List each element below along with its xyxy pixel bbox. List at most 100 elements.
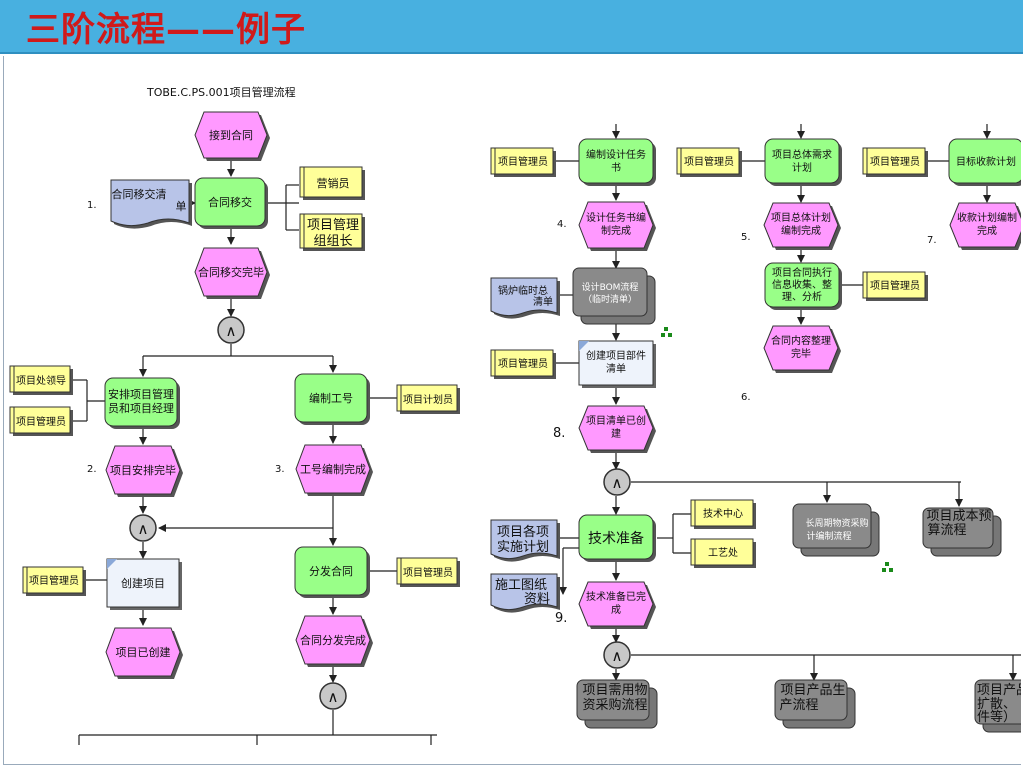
svg-text:合同内容整理: 合同内容整理 <box>771 334 831 347</box>
svg-text:员和项目经理: 员和项目经理 <box>108 402 174 415</box>
document-contract-transfer-list: 合同移交清 单 <box>110 179 192 229</box>
svg-text:分发合同: 分发合同 <box>309 564 353 578</box>
event-receive-contract: 接到合同 <box>194 111 270 161</box>
event-contract-handover-done: 合同移交完毕 <box>194 247 270 299</box>
role-dept-leader: 项目处领导 <box>9 365 73 395</box>
step-5: 5. <box>741 232 751 243</box>
svg-text:项目管理员: 项目管理员 <box>498 155 548 168</box>
svg-text:件等）: 件等） <box>977 709 1016 725</box>
event-project-arranged: 项目安排完毕 <box>105 445 183 497</box>
diagram-frame: TOBE.C.PS.001项目管理流程 1. 2. 3. 4. 5. 6. 7.… <box>3 56 1021 765</box>
subprocess-long-lead-procurement: 长周期物资采购 计编制流程 <box>792 503 880 557</box>
svg-text:建: 建 <box>611 427 621 440</box>
svg-text:项目清单已创: 项目清单已创 <box>586 414 646 427</box>
svg-text:设计任务书编: 设计任务书编 <box>586 211 646 224</box>
subprocess-cost-budget: 项目成本预 算流程 <box>922 507 1002 557</box>
svg-text:项目处领导: 项目处领导 <box>16 374 66 387</box>
document-project-impl-plan: 项目各项 实施计划 <box>490 519 560 562</box>
and-connector-1: ∧ <box>217 316 245 344</box>
svg-text:∧: ∧ <box>226 322 237 340</box>
hierarchy-icon <box>661 327 672 337</box>
svg-text:项目成本预: 项目成本预 <box>926 509 991 524</box>
process-code: TOBE.C.PS.001项目管理流程 <box>146 85 296 99</box>
svg-text:工号编制完成: 工号编制完成 <box>300 462 366 476</box>
step-2: 2. <box>87 464 97 475</box>
svg-text:计划: 计划 <box>792 161 812 174</box>
function-tech-prep: 技术准备 <box>578 514 656 562</box>
svg-text:锅炉临时总: 锅炉临时总 <box>498 284 548 297</box>
role-planner: 项目计划员 <box>396 384 460 414</box>
svg-text:项目管理员: 项目管理员 <box>29 574 79 587</box>
function-arrange-manager: 安排项目管理 员和项目经理 <box>104 377 180 429</box>
svg-text:完成: 完成 <box>977 224 997 237</box>
svg-text:资料: 资料 <box>524 592 550 607</box>
svg-text:产流程: 产流程 <box>779 698 818 713</box>
step-3: 3. <box>275 464 285 475</box>
flow-lines <box>71 160 437 745</box>
step-6: 6. <box>741 392 751 403</box>
role-pm-group-leader: 项目管理 组组长 <box>299 213 365 251</box>
svg-text:创建项目部件: 创建项目部件 <box>586 349 646 362</box>
and-connector-2: ∧ <box>129 514 157 542</box>
svg-text:完毕: 完毕 <box>791 347 811 360</box>
svg-text:组组长: 组组长 <box>313 234 352 249</box>
svg-text:项目计划员: 项目计划员 <box>403 393 453 406</box>
step-1: 1. <box>87 200 97 211</box>
svg-text:项目总体需求: 项目总体需求 <box>772 148 832 161</box>
step-numbers: 1. 2. 3. 4. 5. 6. 7. 8. 9. <box>87 200 937 626</box>
svg-text:（临时清单）: （临时清单） <box>583 293 637 305</box>
svg-text:项目各项: 项目各项 <box>497 524 549 540</box>
svg-text:项目产品生: 项目产品生 <box>780 683 845 698</box>
svg-text:技术中心: 技术中心 <box>703 507 743 520</box>
function-contract-execution-info: 项目合同执行 信息收集、整 理、分析 <box>764 262 842 310</box>
event-tech-prep-done: 技术准备已完 成 <box>578 581 656 629</box>
svg-text:∧: ∧ <box>328 688 339 706</box>
flow-lines-right <box>555 124 1021 681</box>
svg-text:∧: ∧ <box>612 647 623 665</box>
svg-text:成: 成 <box>611 604 621 616</box>
event-contract-content-done: 合同内容整理 完毕 <box>763 325 841 373</box>
svg-text:扩散、: 扩散、 <box>977 697 1016 712</box>
svg-text:项目需用物: 项目需用物 <box>582 683 647 698</box>
svg-text:项目总体计划: 项目总体计划 <box>771 211 831 224</box>
function-overall-requirement-plan: 项目总体需求 计划 <box>764 138 842 186</box>
function-create-parts-list: 创建项目部件 清单 <box>578 340 656 388</box>
role-pm-6: 项目管理员 <box>862 147 928 177</box>
function-distribute-contract: 分发合同 <box>294 546 370 598</box>
svg-text:接到合同: 接到合同 <box>209 128 253 142</box>
svg-text:清单: 清单 <box>606 362 626 375</box>
svg-text:合同移交完毕: 合同移交完毕 <box>198 265 264 279</box>
svg-text:项目管理员: 项目管理员 <box>870 155 920 168</box>
svg-text:项目已创建: 项目已创建 <box>116 645 171 659</box>
svg-text:营销员: 营销员 <box>317 176 350 190</box>
role-pm-7: 项目管理员 <box>862 271 928 301</box>
svg-text:单: 单 <box>176 200 187 213</box>
svg-text:合同移交: 合同移交 <box>208 195 252 209</box>
step-4: 4. <box>557 219 567 230</box>
subprocess-production: 项目产品生 产流程 <box>774 679 856 729</box>
svg-text:收款计划编制: 收款计划编制 <box>957 211 1017 224</box>
step-7: 7. <box>927 235 937 246</box>
and-connector-4: ∧ <box>603 468 631 496</box>
svg-text:工艺处: 工艺处 <box>708 547 738 559</box>
event-contract-distributed: 合同分发完成 <box>295 615 373 667</box>
process-diagram: TOBE.C.PS.001项目管理流程 1. 2. 3. 4. 5. 6. 7.… <box>9 85 1021 745</box>
svg-text:项目管理员: 项目管理员 <box>16 415 66 428</box>
event-design-task-done: 设计任务书编 制完成 <box>578 201 656 251</box>
svg-text:编制工号: 编制工号 <box>309 391 353 405</box>
svg-text:技术准备已完: 技术准备已完 <box>586 590 646 603</box>
svg-text:项目合同执行: 项目合同执行 <box>772 266 832 279</box>
svg-text:项目管理: 项目管理 <box>307 218 359 233</box>
role-pm-4: 项目管理员 <box>490 147 556 177</box>
svg-text:清单: 清单 <box>533 295 553 308</box>
svg-text:制完成: 制完成 <box>601 224 631 237</box>
svg-text:资采购流程: 资采购流程 <box>582 697 647 713</box>
document-construction-drawings: 施工图纸 资料 <box>490 573 560 613</box>
svg-text:计编制流程: 计编制流程 <box>806 530 851 542</box>
subprocess-material-procurement: 项目需用物 资采购流程 <box>576 679 658 729</box>
function-create-project: 创建项目 <box>106 558 182 610</box>
role-process-dept: 工艺处 <box>690 538 756 568</box>
role-sales: 营销员 <box>299 166 365 200</box>
subprocess-product-cut: 项目产品 扩散、 件等） <box>974 679 1021 733</box>
svg-text:书: 书 <box>611 162 621 174</box>
